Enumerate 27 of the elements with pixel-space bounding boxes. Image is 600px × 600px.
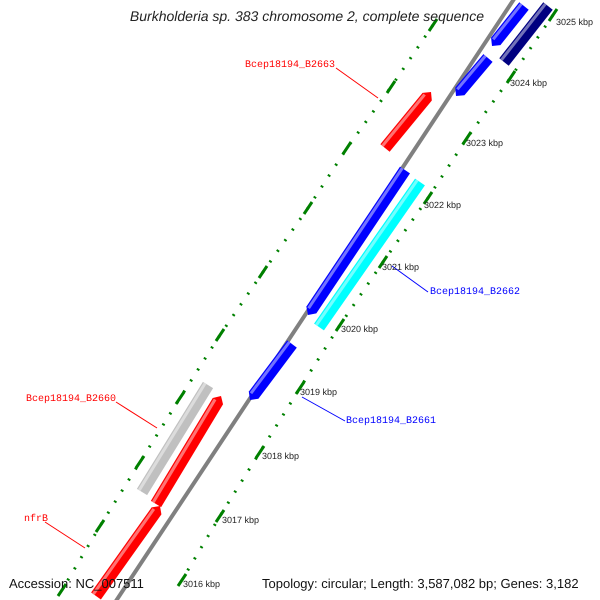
tick-label: 3018 kbp bbox=[262, 451, 300, 462]
tick-label: 3024 kbp bbox=[510, 78, 548, 89]
gene-label: nfrB bbox=[24, 514, 48, 526]
tick-label: 3020 kbp bbox=[341, 324, 378, 335]
leader-line bbox=[392, 266, 428, 292]
tick-label: 3016 kbp bbox=[183, 579, 220, 590]
tick-label: 3021 kbp bbox=[382, 262, 420, 273]
gene-bar bbox=[455, 54, 493, 96]
tick-label: 3019 kbp bbox=[300, 387, 338, 398]
gene-bar bbox=[499, 2, 553, 66]
gene-label: Bcep18194_B2661 bbox=[346, 416, 436, 428]
gene-label: Bcep18194_B2662 bbox=[430, 287, 520, 299]
gene-bar bbox=[248, 340, 297, 400]
tick-label: 3025 kbp bbox=[556, 17, 594, 28]
leader-line bbox=[336, 68, 378, 98]
leader-line bbox=[116, 402, 158, 428]
tick-label: 3017 kbp bbox=[222, 515, 260, 526]
gene-label: Bcep18194_B2660 bbox=[26, 394, 116, 406]
tick-label: 3023 kbp bbox=[466, 138, 504, 149]
leader-line bbox=[44, 522, 86, 548]
gene-bar bbox=[150, 396, 224, 508]
gene-label: Bcep18194_B2663 bbox=[245, 60, 336, 72]
tick-label: 3022 kbp bbox=[424, 200, 462, 211]
gene-bar bbox=[380, 92, 432, 152]
title: Burkholderia sp. 383 chromosome 2, complete sequence bbox=[128, 8, 485, 24]
leader-line bbox=[302, 396, 346, 422]
footer-text: Topology: circular; Length: 3,587,082 bp; Genes: 3,182 bbox=[262, 576, 579, 592]
